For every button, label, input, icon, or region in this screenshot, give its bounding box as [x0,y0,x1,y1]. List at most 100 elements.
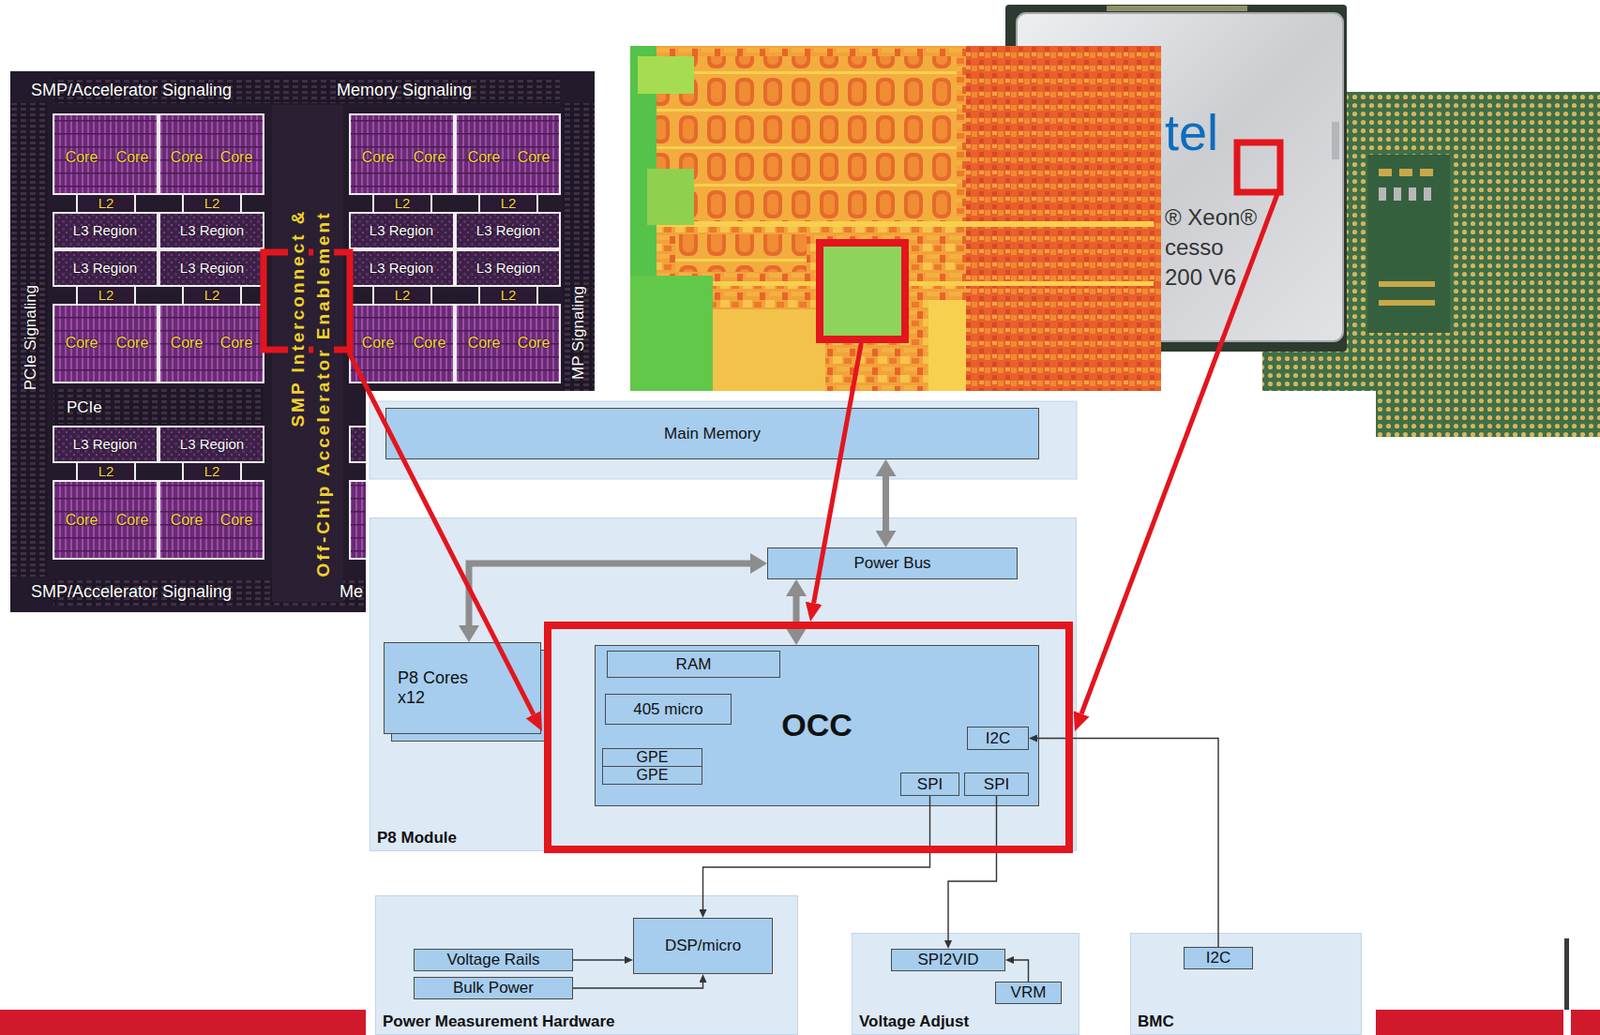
label-wrap: Core [467,334,501,352]
illustration-part [468,476,1219,989]
label-wrap: L3 Region [73,436,137,453]
die-label: SMP Interconnect & [287,205,309,430]
label-wrap: L2 [394,195,411,212]
illustration-part [675,234,807,272]
box-label: P8 Cores x12 [397,668,475,708]
illustration-part [1378,187,1387,201]
illustration-part [1106,5,1248,12]
label-wrap: SMP/Accelerator Signaling [30,582,232,603]
block-box: GPE [602,748,703,768]
die-label: Core [170,334,204,352]
label-wrap: SMP/Accelerator Signaling [30,80,232,101]
panel-title: BMC [1137,1012,1175,1032]
block-box: Voltage Rails [413,949,574,972]
illustration-part [656,56,957,221]
label-wrap: Core [170,149,204,167]
illustration-part [1331,121,1340,160]
illustration-part [630,275,713,392]
label-wrap: L3 Region [180,259,244,277]
block-box: 405 micro [604,694,732,725]
die-label: Core [65,512,99,529]
illustration-part [819,242,906,340]
label-wrap: L3 Region [180,436,244,453]
label-wrap: Core [413,334,447,352]
illustration-part [349,114,560,383]
label-wrap: Core [362,334,395,352]
die-label: L3 Region [73,222,137,239]
box-label: Main Memory [664,424,761,444]
pointer-arrow [348,352,534,715]
label-wrap: Core [517,334,551,352]
label-wrap: Core [220,149,254,167]
illustration-part [1378,300,1435,306]
die-label: L2 [500,195,517,212]
die-label: PCIe Signaling [21,285,41,391]
label-wrap: Core [170,334,204,352]
label-wrap: L2 [204,286,221,304]
die-label: L2 [394,286,411,303]
block-box: SPI [964,772,1029,797]
box-label: I2C [985,729,1011,749]
die-label: Off-Chip Accelerator Enablement [313,207,334,580]
block-box: Power Bus [767,547,1018,580]
die-label: Core [65,149,99,167]
label-wrap: Core [220,334,254,352]
die-label: L3 Region [369,259,434,276]
block-box: I2C [966,726,1029,751]
die-label: L3 Region [476,222,541,239]
die-label: L2 [204,286,221,303]
die-label: L2 [98,286,115,303]
memory-panel [369,401,1077,480]
block-box: DSP/micro [633,918,773,975]
die-label: Core [170,512,204,529]
box-label: GPE [636,750,669,766]
illustration-part [53,426,264,559]
connector-arrow [882,476,890,531]
die-label: L2 [394,195,411,212]
package-marking: ® Xeon® [1164,204,1257,231]
label-wrap: L2 [98,463,115,481]
box-label: I2C [1206,949,1231,968]
highlight-box [547,625,1070,850]
illustration-part [1423,187,1432,201]
block-box: SPI [900,772,960,797]
label-wrap: L3 Region [73,222,137,240]
label-wrap: Core [116,512,150,529]
panel-title: Power Measurement Hardware [382,1012,616,1032]
die-label: MP Signaling [569,286,589,380]
label-wrap: Core [467,149,501,167]
label-wrap: Memory Signaling [336,80,472,101]
label-wrap: L3 Region [476,259,541,277]
die-label: Core [170,149,204,167]
package-marking: cesso [1164,234,1224,261]
illustration-part [1378,168,1392,177]
illustration-part [53,114,264,383]
die-label: Me [339,582,363,603]
label-wrap: L2 [98,286,115,304]
label-wrap: Core [170,512,204,529]
illustration-part [10,103,48,577]
illustration-part [656,221,1154,227]
die-label: PCIe [66,398,103,418]
panel-title: P8 Module [377,829,457,848]
module-panel: Power Measurement HardwareVoltage RailsB… [375,895,799,1035]
die-label: Core [413,334,447,352]
illustration-part [630,45,1162,392]
label-wrap: L2 [394,286,411,304]
label-wrap: Core [362,149,395,167]
die-label: Core [116,334,150,352]
label-wrap: PCIe Signaling [21,285,41,391]
label-wrap: 200 V6 [1164,264,1237,291]
label-wrap: L2 [98,195,115,212]
die-label: Core [362,334,395,352]
box-label: VRM [1011,983,1047,1003]
highlight-box [1237,142,1281,193]
connector-arrow [468,563,751,626]
die-label: Core [413,149,447,167]
block-box: I2C [1183,947,1253,970]
diagram-ground [365,391,1376,1035]
die-label: L2 [204,463,221,480]
illustration-part [271,105,344,603]
illustration-part [1564,938,1570,1011]
die-label: Core [220,334,254,352]
